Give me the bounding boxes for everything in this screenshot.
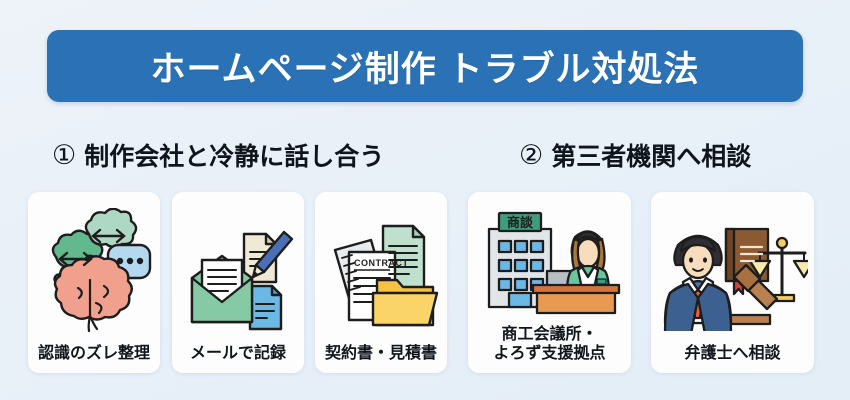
svg-text:商談: 商談 xyxy=(506,215,533,231)
email-documents-icon xyxy=(176,198,300,344)
section-heading-1: ① 制作会社と冷静に話し合う xyxy=(52,137,384,173)
section-heading-2: ② 第三者機関へ相談 xyxy=(519,137,751,173)
lawyer-scales-gavel-icon xyxy=(655,198,810,344)
section-number-2: ② xyxy=(519,139,544,170)
card-contract-estimate[interactable]: CONTRACT 契約書・見積書 xyxy=(315,192,447,373)
section-number-1: ① xyxy=(52,139,77,170)
svg-text:CONTRACT: CONTRACT xyxy=(354,258,409,268)
section-title-1: 制作会社と冷静に話し合う xyxy=(84,143,385,171)
card-email-record[interactable]: メールで記録 xyxy=(172,192,304,373)
card-label: 商工会議所・ よろず支援拠点 xyxy=(493,325,606,362)
card-label: 弁護士へ相談 xyxy=(684,344,781,362)
brain-thought-bubbles-icon xyxy=(32,198,156,344)
card-label: 契約書・見積書 xyxy=(324,344,437,362)
chamber-consultation-icon: 商談 xyxy=(472,198,627,325)
title-banner: ホームページ制作 トラブル対処法 xyxy=(47,30,803,102)
card-label: メールで記録 xyxy=(189,344,286,362)
contract-folder-icon: CONTRACT xyxy=(319,198,443,344)
page-title: ホームページ制作 トラブル対処法 xyxy=(150,49,700,89)
card-label: 認識のズレ整理 xyxy=(37,344,150,362)
card-chamber-of-commerce[interactable]: 商談 商工会議所・ よろず支援拠点 xyxy=(468,192,631,373)
section-title-2: 第三者機関へ相談 xyxy=(551,143,752,171)
card-recognition-gap[interactable]: 認識のズレ整理 xyxy=(28,192,160,373)
card-lawyer-consultation[interactable]: 弁護士へ相談 xyxy=(651,192,814,373)
